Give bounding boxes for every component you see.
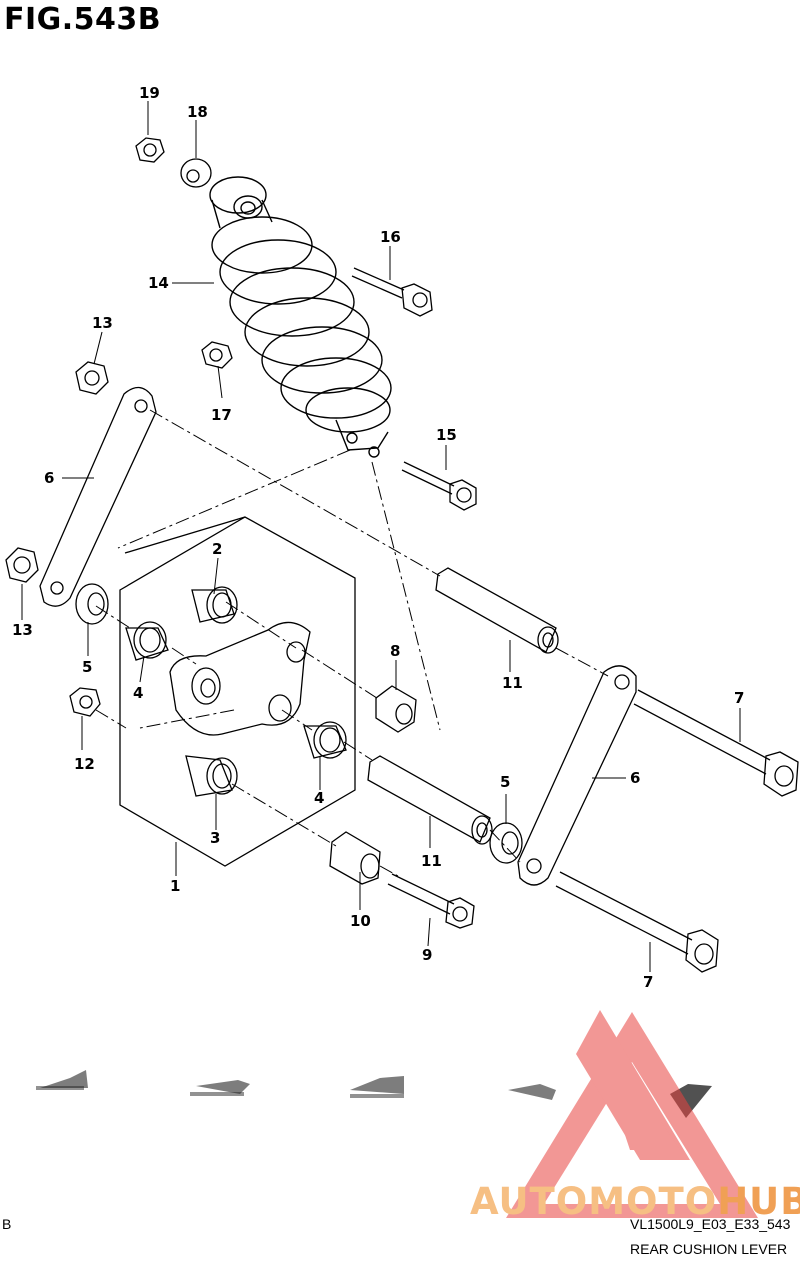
bearing-3 [185,755,238,797]
bolt-15 [401,461,477,511]
spacer-11-upper [435,567,559,654]
callout-12: 12 [74,755,95,773]
collar-8 [375,685,417,733]
collar-10 [329,831,381,885]
bolt-9 [387,873,475,929]
callout-18: 18 [187,103,208,121]
callout-2: 2 [212,540,223,558]
callout-6-right: 6 [630,769,641,787]
callout-4-right: 4 [314,789,325,807]
bolt-7-lower [555,871,719,973]
bearing-4-left [125,621,169,661]
watermark-text: AUTOMOTOHUB [470,1180,800,1223]
callout-11-lower: 11 [421,852,442,870]
callout-10: 10 [350,912,371,930]
callout-5-left: 5 [82,658,93,676]
callout-9: 9 [422,946,433,964]
callout-4-left: 4 [133,684,144,702]
nut-19 [135,137,165,163]
washer-5-right [489,822,523,864]
washer-18 [180,158,212,188]
callout-17: 17 [211,406,232,424]
shock-absorber [209,176,392,458]
bearing-4-right [303,721,347,759]
callout-5-right: 5 [500,773,511,791]
cushion-lever [169,621,311,736]
nut-13-lower [5,547,39,583]
watermark-text-part1: AUTOMOTO [470,1180,718,1223]
figure-caption: REAR CUSHION LEVER [630,1241,788,1257]
callout-8: 8 [390,642,401,660]
callout-1: 1 [170,877,181,895]
bolt-7-upper [633,689,799,797]
callout-13-lower: 13 [12,621,33,639]
assembly-outline [119,516,356,867]
nut-17 [201,341,233,369]
figure-title: FIG.543B [4,2,162,37]
nut-12 [69,687,101,717]
link-6-left [39,386,157,607]
callout-13-upper: 13 [92,314,113,332]
bolt-16 [351,267,433,317]
link-6-right [517,665,637,886]
callout-19: 19 [139,84,160,102]
callout-3: 3 [210,829,221,847]
callout-6-left: 6 [44,469,55,487]
callout-15: 15 [436,426,457,444]
callout-11-upper: 11 [502,674,523,692]
figure-code: VL1500L9_E03_E33_543 [630,1216,791,1232]
callout-14: 14 [148,274,169,292]
spacer-11-lower [367,755,493,845]
callout-7-lower: 7 [643,973,654,991]
callout-16: 16 [380,228,401,246]
watermark-text-part2: HUB [717,1180,800,1223]
footer-left-mark: B [2,1216,12,1232]
washer-5-left [75,583,109,625]
watermark-logo [506,1010,758,1218]
callout-7-upper: 7 [734,689,745,707]
nut-13-upper [75,361,109,395]
